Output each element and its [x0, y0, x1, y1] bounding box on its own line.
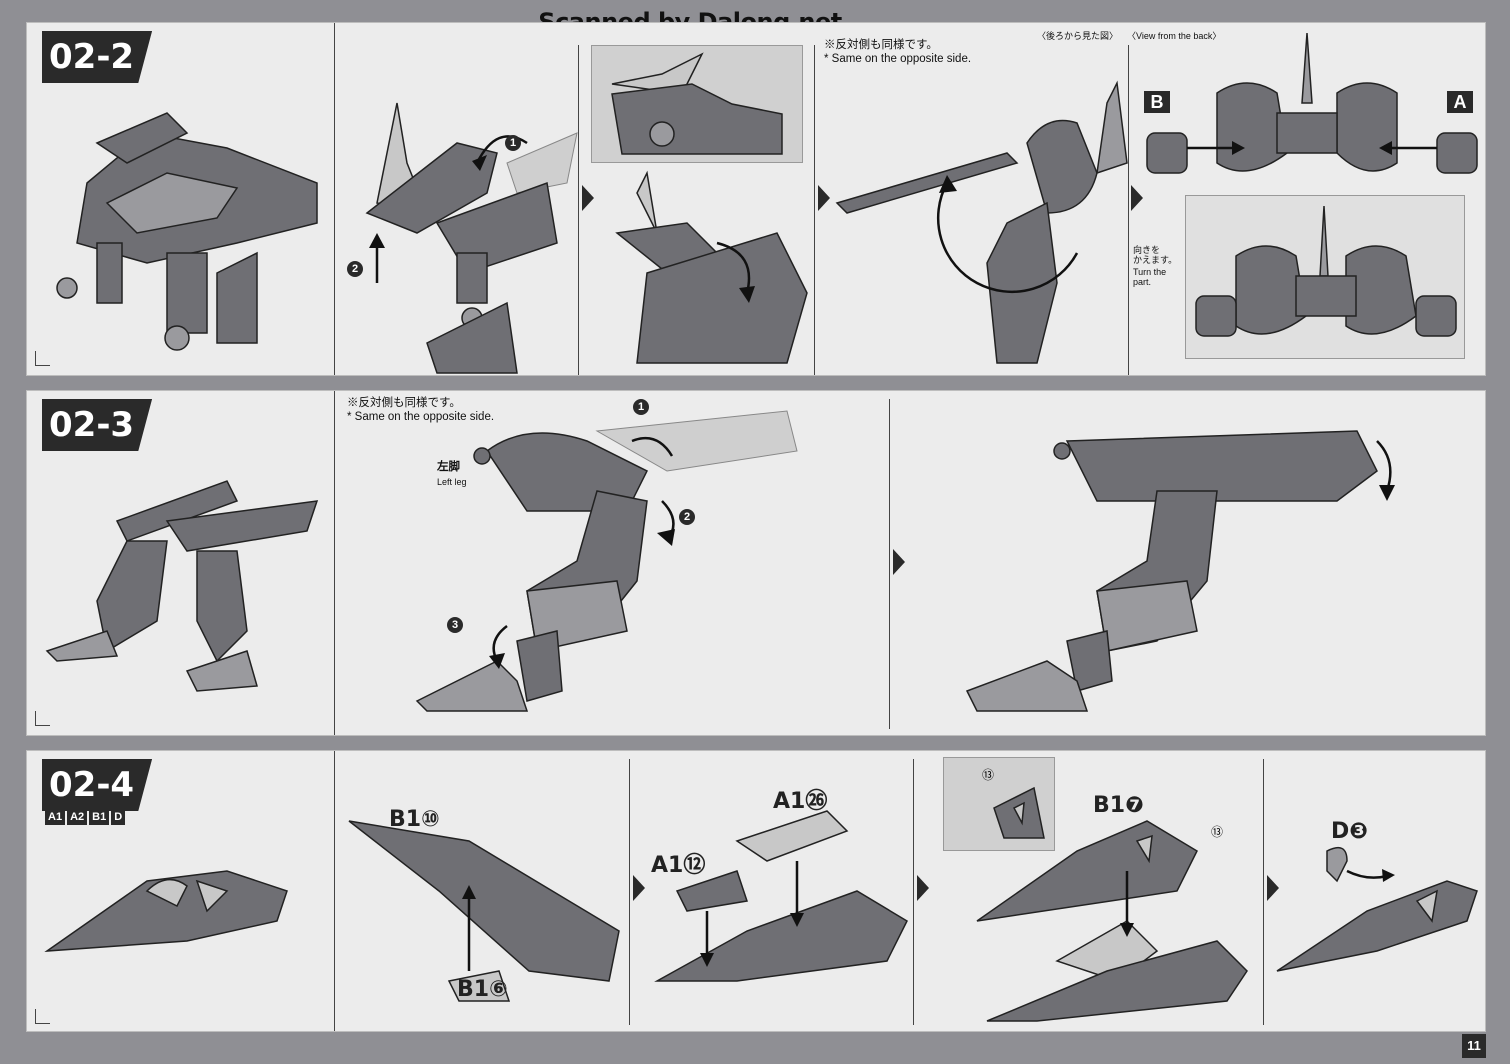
sticker-placement-illustration [993, 786, 1045, 839]
opposite-side-note-ja: ※反対側も同様です。 [347, 397, 461, 409]
divider [334, 23, 335, 375]
fin-closeup-illustration [611, 52, 783, 155]
corner-mark [35, 1009, 50, 1024]
divider [814, 45, 815, 375]
runner-chips: A1 A2 B1 D [45, 809, 126, 825]
nose-part-illustration [348, 820, 620, 1002]
corner-mark [35, 351, 50, 366]
cockpit-frame-illustration [654, 810, 908, 982]
turn-part-note-en: part. [1133, 277, 1152, 287]
wing-rotate-illustration [835, 80, 1128, 364]
part-label-b1-10: B1⑩ [389, 807, 440, 832]
runner-chip: D [111, 809, 126, 825]
step-02-4-panel: 02-4 A1 A2 B1 D B1⑩ B1⑥ A1㉖ A1⑫ [26, 750, 1486, 1032]
part-label-d3: D❸ [1331, 819, 1368, 844]
back-view-assembled-illustration [1195, 205, 1457, 337]
step-02-3-panel: 02-3 ※反対側も同様です。 * Same on the opposite s… [26, 390, 1486, 736]
fin-fold-illustration [615, 170, 808, 364]
next-step-arrow [917, 875, 929, 901]
next-step-arrow [818, 185, 830, 211]
canopy-attach-illustration [976, 820, 1248, 1022]
left-leg-label-en: Left leg [437, 477, 467, 487]
step-02-2-panel: 02-2 1 2 [26, 22, 1486, 376]
divider [889, 399, 890, 729]
step-number: 02-2 [37, 31, 153, 83]
cockpit-assembled-illustration [44, 870, 288, 952]
divider [578, 45, 579, 375]
divider [1128, 45, 1129, 375]
part-label-b1-6: B1⑥ [457, 977, 508, 1002]
label-a: A [1447, 91, 1473, 113]
turned-part-inset [1185, 195, 1465, 359]
left-leg-label-ja: 左脚 [437, 461, 460, 473]
opposite-side-note-en: * Same on the opposite side. [824, 53, 972, 65]
next-step-arrow [1267, 875, 1279, 901]
runner-chip: B1 [89, 809, 110, 825]
sticker-number: ⑬ [982, 768, 995, 782]
back-view-label-ja: 〈後ろから見た図〉 [1037, 31, 1119, 41]
page-number: 11 [1462, 1034, 1486, 1058]
next-step-arrow [1131, 185, 1143, 211]
opposite-side-note-ja: ※反対側も同様です。 [824, 39, 938, 51]
part-label-a1-12: A1⑫ [651, 853, 706, 878]
label-b: B [1144, 91, 1170, 113]
part-label-a1-26: A1㉖ [773, 789, 828, 814]
closeup-inset [591, 45, 803, 163]
callout-number: 3 [447, 617, 463, 633]
runner-chip: A1 [45, 809, 66, 825]
step-02-3-result-illustration [45, 480, 319, 692]
callout-number: 1 [505, 135, 521, 151]
divider [334, 751, 335, 1031]
divider [629, 759, 630, 1025]
runner-chip: A2 [67, 809, 88, 825]
callout-number: 1 [633, 399, 649, 415]
leg-fold-illustration [415, 410, 798, 712]
step-number: 02-4 [37, 759, 153, 811]
step-02-2-result-illustration [56, 112, 318, 351]
next-step-arrow [893, 549, 905, 575]
part-label-b1-7: B1❼ [1093, 793, 1144, 818]
sticker-number: ⑬ [1211, 825, 1224, 839]
divider [913, 759, 914, 1025]
opposite-side-note-en: * Same on the opposite side. [347, 411, 495, 423]
leg-folded-result-illustration [965, 430, 1395, 712]
next-step-arrow [582, 185, 594, 211]
sticker-inset: ⑬ [943, 757, 1055, 851]
turn-part-note-en: Turn the [1133, 267, 1167, 277]
step-number: 02-3 [37, 399, 153, 451]
pilot-figure-illustration [1276, 846, 1478, 972]
callout-number: 2 [679, 509, 695, 525]
tail-fin-rotate-illustration [365, 102, 578, 374]
divider [334, 391, 335, 735]
divider [1263, 759, 1264, 1025]
back-view-label-en: 〈View from the back〉 [1127, 31, 1222, 41]
corner-mark [35, 711, 50, 726]
back-view-attach-illustration [1146, 32, 1478, 174]
callout-number: 2 [347, 261, 363, 277]
turn-part-note-ja: かえます。 [1133, 255, 1178, 265]
turn-part-note-ja: 向きを [1133, 245, 1161, 255]
next-step-arrow [633, 875, 645, 901]
